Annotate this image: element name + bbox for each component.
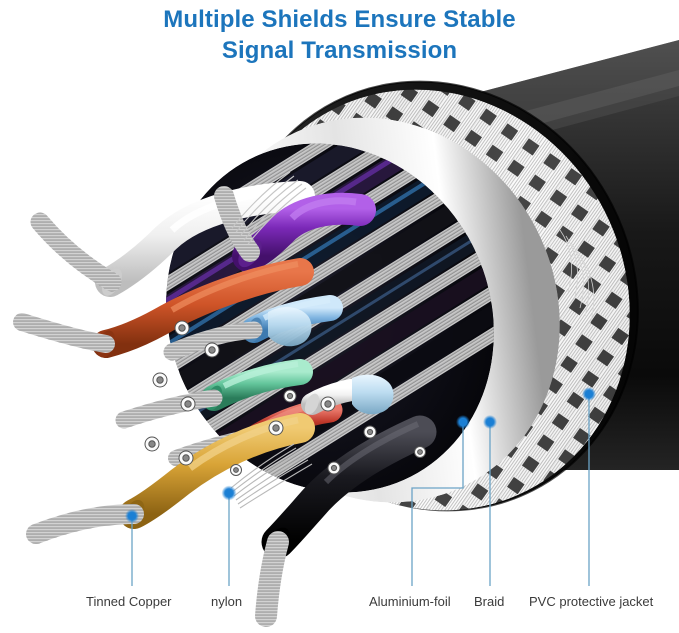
callout-leaders — [131, 396, 590, 586]
callout-label-aluminium-foil: Aluminium-foil — [369, 594, 451, 609]
insulated-conductor-wires — [13, 171, 437, 627]
callout-label-nylon: nylon — [211, 594, 243, 609]
callout-label-pvc-jacket: PVC protective jacket — [529, 594, 654, 609]
nylon-fiber-bundle-2 — [231, 171, 307, 245]
callout-markers — [125, 387, 596, 523]
marker-pvc-jacket — [582, 387, 596, 401]
nylon-fiber-bundle — [230, 443, 313, 509]
marker-aluminium-foil — [456, 415, 470, 429]
wire-black — [255, 415, 437, 627]
callout-label-braid: Braid — [474, 594, 505, 609]
wire-orange — [13, 258, 314, 358]
marker-tinned-copper — [125, 509, 139, 523]
marker-nylon — [221, 485, 237, 501]
wire-purple — [214, 186, 376, 272]
callout-label-tinned-copper: Tinned Copper — [86, 594, 172, 609]
wire-green — [115, 359, 313, 429]
wire-lightblue-cuff — [268, 307, 394, 415]
marker-braid — [483, 415, 497, 429]
leader-aluminium-foil — [411, 424, 464, 586]
strand-end-markers — [144, 320, 426, 476]
